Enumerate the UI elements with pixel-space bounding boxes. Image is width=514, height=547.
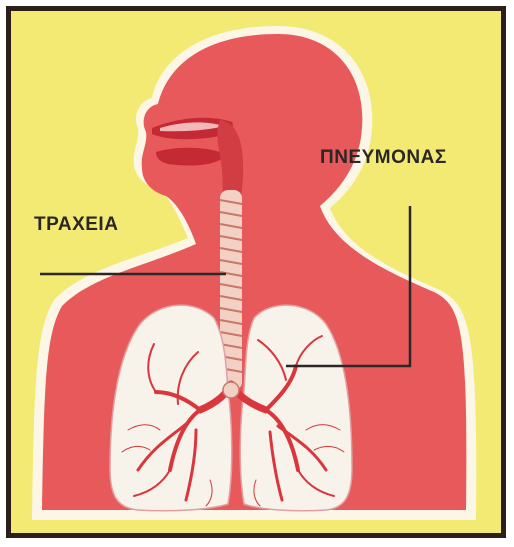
lungs-label: ΠΝΕΥΜΟΝΑΣ	[320, 147, 447, 169]
carina	[223, 382, 239, 398]
trachea-label: ΤΡΑΧΕΙΑ	[34, 214, 118, 236]
